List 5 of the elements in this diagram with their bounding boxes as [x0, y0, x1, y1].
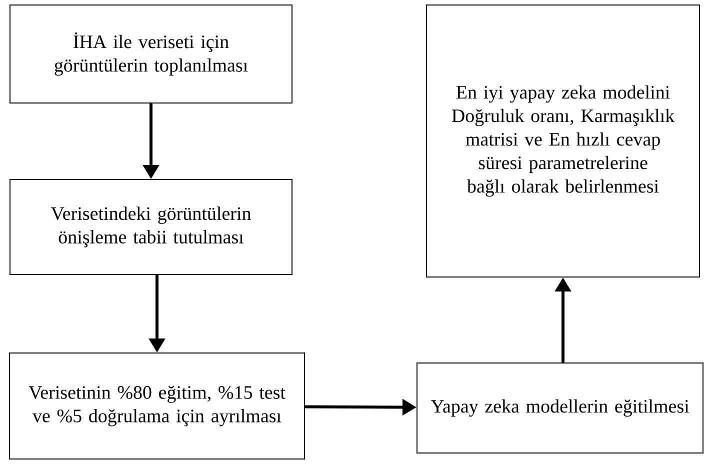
process-box: Yapay zeka modellerin eğitilmesi	[416, 362, 704, 454]
process-box: Verisetindeki görüntülerin önişleme tabii tutulması	[10, 179, 292, 275]
process-box: En iyi yapay zeka modelini Doğruluk oranı, Karmaşıklık matrisi ve En hızlı cevap süresi parametrelerine bağlı olarak belirlenmesi	[426, 4, 700, 278]
process-box: Verisetinin %80 eğitim, %15 test ve %5 doğrulama için ayrılması	[9, 352, 305, 460]
process-box: İHA ile veriseti için görüntülerin toplanılması	[10, 4, 292, 104]
